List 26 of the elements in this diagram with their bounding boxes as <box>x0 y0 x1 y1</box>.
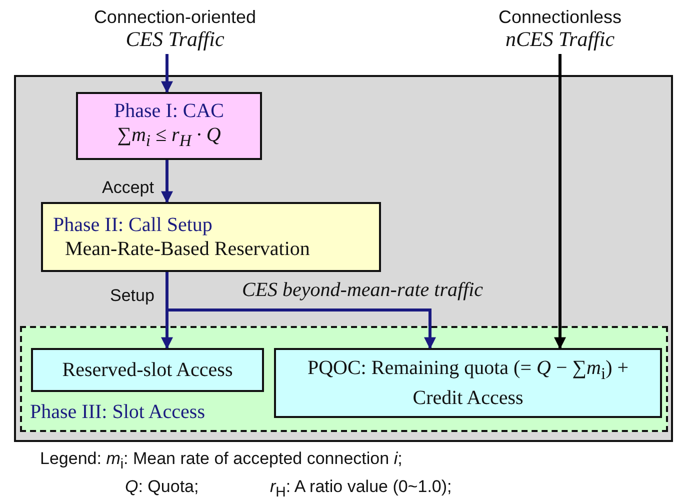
arrow <box>161 160 173 204</box>
box-text: PQOC: Remaining quota (= Q − ∑m$_{i}$) + Credit Access <box>306 356 630 410</box>
phase-group <box>20 326 668 432</box>
arrow <box>166 272 436 350</box>
source-label: Connection-oriented <box>94 6 256 28</box>
legend-note: Legend: m$_{i}$: Mean rate of accepted connection i; <box>40 448 402 474</box>
edge-label: Accept <box>100 178 156 198</box>
process-box <box>41 202 381 272</box>
arrow <box>161 54 173 94</box>
box-text: Mean-Rate-Based Reservation <box>64 237 310 261</box>
source-label: Connectionless <box>498 6 622 28</box>
box-text: ∑m$_{i}$ ≤ r$_{H}$ · Q <box>117 123 221 152</box>
edge-label: Setup <box>108 286 156 306</box>
box-text: Reserved-slot Access <box>62 358 233 382</box>
edge-label: CES beyond-mean-rate traffic <box>240 279 486 302</box>
phase-heading: Phase I: CAC <box>114 99 224 123</box>
traffic-label: nCES Traffic <box>505 28 615 50</box>
process-box <box>31 348 264 392</box>
arrow <box>554 54 566 350</box>
traffic-label: CES Traffic <box>126 28 224 50</box>
phase-heading: Phase II: Call Setup <box>53 213 212 237</box>
legend-note: r$_{H}$: A ratio value (0~1.0); <box>270 476 452 501</box>
process-box <box>274 348 662 418</box>
phase-heading: Phase III: Slot Access <box>30 401 205 424</box>
process-box <box>76 92 262 160</box>
legend-note: Q: Quota; <box>125 476 199 498</box>
